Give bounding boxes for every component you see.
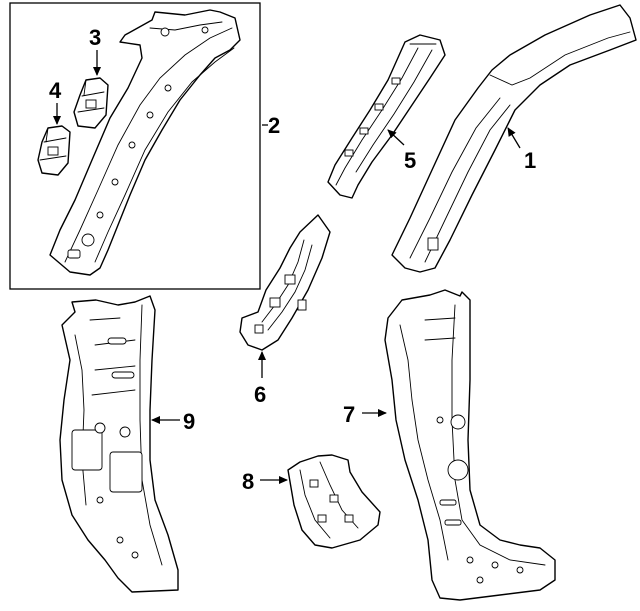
- callout-9: 9: [183, 409, 195, 434]
- part-8-floor-bracket: [287, 454, 381, 549]
- leader-1: [507, 127, 521, 149]
- part-group-frame: [9, 2, 261, 290]
- callout-6: 6: [254, 382, 266, 407]
- callout-7: 7: [343, 402, 355, 427]
- part-2-inner-pillar: [49, 9, 241, 276]
- callout-2: 2: [268, 113, 280, 138]
- part-6-corner-bracket: [239, 214, 331, 351]
- part-3-bracket: [73, 77, 109, 129]
- part-9-lower-pillar-panel: [59, 295, 179, 593]
- callout-3: 3: [89, 25, 101, 50]
- part-4-bracket: [37, 125, 71, 176]
- part-7-lower-pillar-panel: [384, 289, 556, 601]
- callout-4: 4: [49, 78, 62, 103]
- callout-8: 8: [242, 469, 254, 494]
- part-5-reinforcement: [327, 34, 446, 199]
- callout-5: 5: [404, 148, 416, 173]
- leader-5: [387, 129, 405, 146]
- callout-1: 1: [524, 148, 536, 173]
- part-1-outer-pillar: [391, 4, 637, 273]
